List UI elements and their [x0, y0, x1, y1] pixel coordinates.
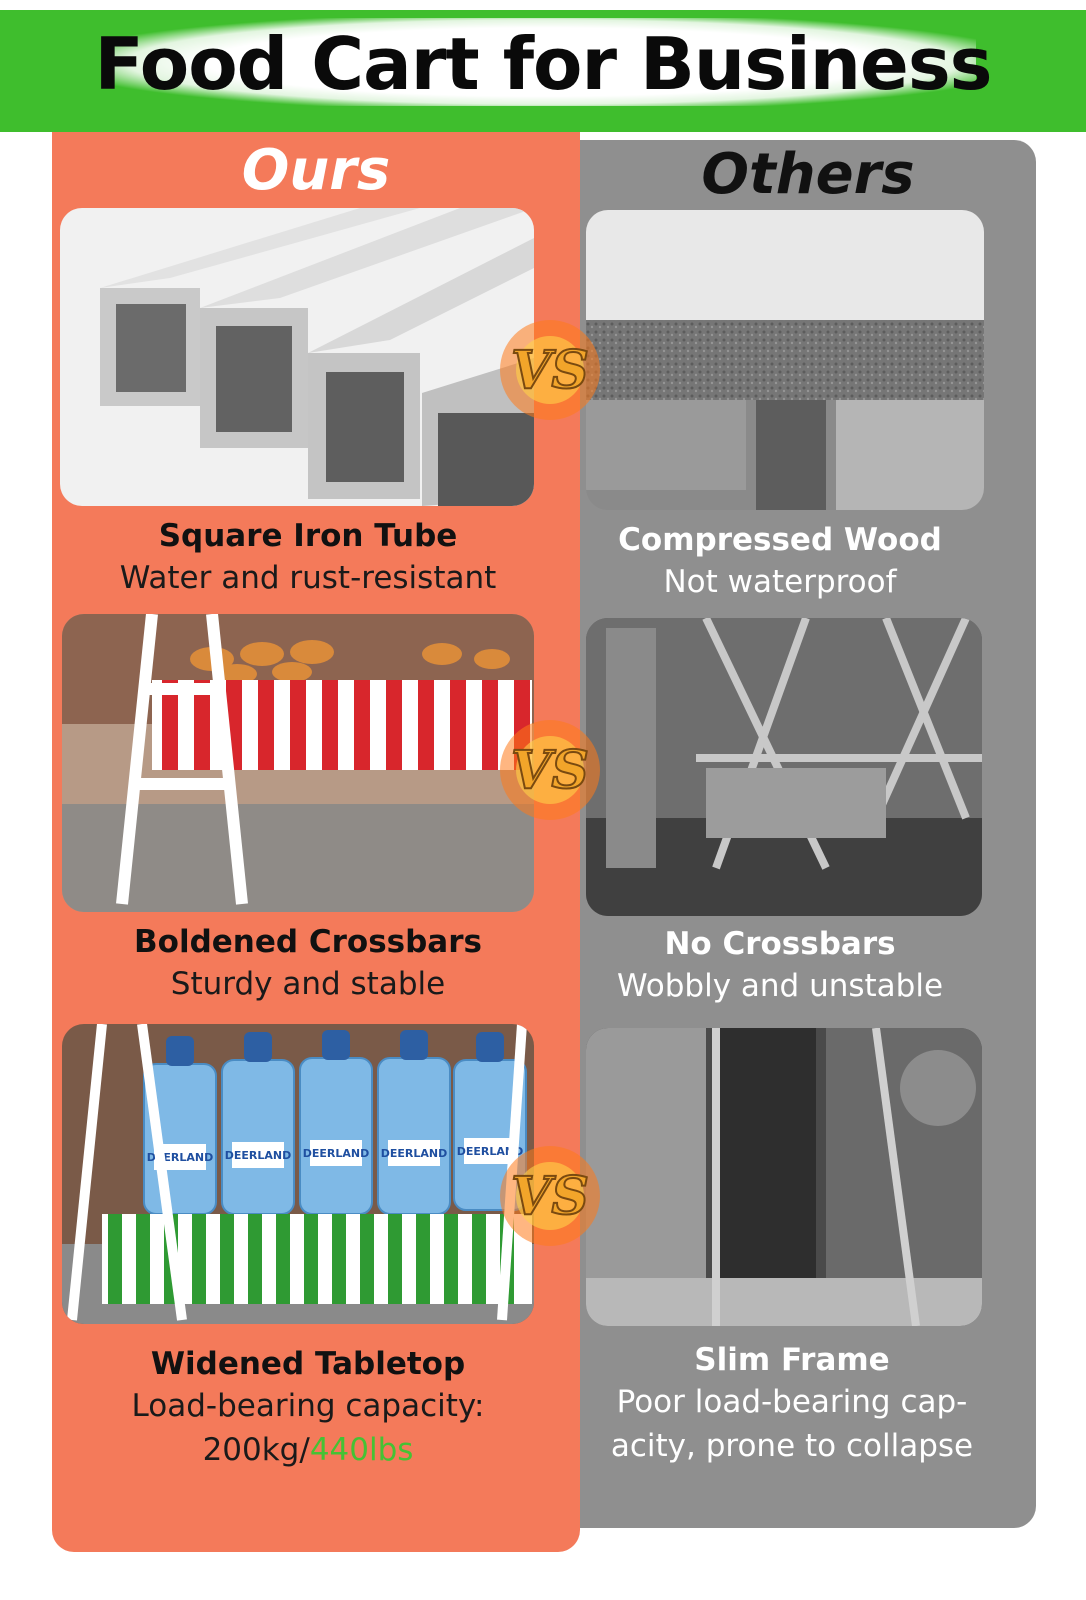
- ours-feature-1: Square Iron Tube Water and rust-resistan…: [52, 516, 564, 600]
- ours-feature-3-capacity: 200kg/440lbs: [52, 1428, 564, 1472]
- slim-frame-photo: [586, 1028, 982, 1326]
- ours-feature-1-title: Square Iron Tube: [158, 518, 458, 554]
- capacity-kg: 200kg/: [202, 1432, 310, 1468]
- others-heading: Others: [701, 142, 915, 207]
- vs-badge-icon: VS: [490, 710, 610, 830]
- svg-text:VS: VS: [511, 1166, 589, 1227]
- others-feature-1: Compressed Wood Not waterproof: [580, 520, 980, 604]
- bottle-label: DEERLAND: [457, 1145, 524, 1158]
- others-feature-3-title: Slim Frame: [694, 1342, 890, 1378]
- title-glow: [110, 18, 976, 106]
- square-iron-tube-photo: [60, 208, 534, 506]
- compressed-wood-photo: [586, 210, 984, 510]
- capacity-lbs: 440lbs: [309, 1432, 414, 1468]
- page-title: Food Cart for Business: [94, 22, 992, 106]
- no-crossbars-photo: [586, 618, 982, 916]
- ours-feature-2-subtitle: Sturdy and stable: [170, 966, 446, 1002]
- ours-heading: Ours: [241, 138, 391, 203]
- boldened-crossbars-photo: [62, 614, 534, 912]
- bottle-label: DEERLAND: [303, 1147, 370, 1160]
- svg-text:VS: VS: [511, 340, 589, 401]
- others-feature-3-subtitle-2: acity, prone to collapse: [610, 1428, 974, 1464]
- ours-feature-3-subtitle: Load-bearing capacity:: [131, 1388, 485, 1424]
- others-feature-1-title: Compressed Wood: [618, 522, 942, 558]
- others-feature-1-subtitle: Not waterproof: [663, 564, 897, 600]
- ours-feature-1-subtitle: Water and rust-resistant: [119, 560, 497, 596]
- ours-feature-3-title: Widened Tabletop: [150, 1346, 466, 1382]
- vs-badge-icon: VS: [490, 310, 610, 430]
- others-feature-3: Slim Frame Poor load-bearing cap- acity,…: [580, 1340, 1004, 1468]
- widened-tabletop-photo: DEERLAND DEERLAND DEERLAND DEERLAND DEER…: [62, 1024, 534, 1324]
- others-feature-3-subtitle-1: Poor load-bearing cap-: [616, 1384, 968, 1420]
- others-feature-2: No Crossbars Wobbly and unstable: [580, 924, 980, 1008]
- svg-text:VS: VS: [511, 740, 589, 801]
- ours-feature-3: Widened Tabletop Load-bearing capacity: …: [52, 1344, 564, 1472]
- others-feature-2-subtitle: Wobbly and unstable: [616, 968, 944, 1004]
- bottle-label: DEERLAND: [381, 1147, 448, 1160]
- bottle-label: DEERLAND: [225, 1149, 292, 1162]
- ours-feature-2: Boldened Crossbars Sturdy and stable: [52, 922, 564, 1006]
- ours-feature-2-title: Boldened Crossbars: [134, 924, 482, 960]
- others-feature-2-title: No Crossbars: [664, 926, 896, 962]
- vs-badge-icon: VS: [490, 1136, 610, 1256]
